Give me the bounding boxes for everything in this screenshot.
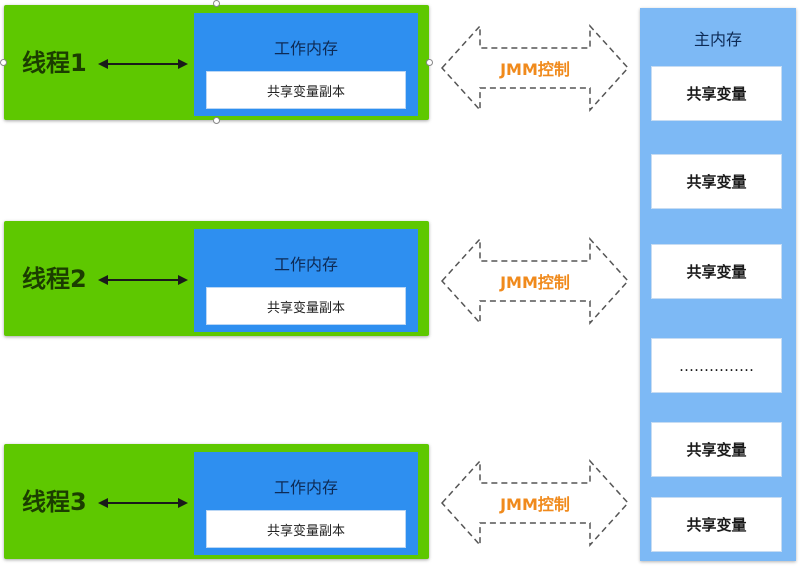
jmm-control-label-3: JMM控制 <box>500 495 570 514</box>
selection-handle-left[interactable] <box>0 59 7 66</box>
thread-1-label: 线程1 <box>22 49 87 77</box>
shared-variable-5: 共享变量 <box>651 497 782 552</box>
thread-2-block: 线程2 工作内存 共享变量副本 <box>4 221 429 336</box>
work-memory-1-title: 工作内存 <box>273 39 338 58</box>
jmm-control-arrow-3: JMM控制 <box>440 457 630 549</box>
thread-3-block: 线程3 工作内存 共享变量副本 <box>4 444 429 559</box>
selection-handle-top[interactable] <box>213 0 220 7</box>
dashed-double-arrow-icon <box>440 24 630 112</box>
work-memory-3-title: 工作内存 <box>273 478 338 497</box>
jmm-control-label-1: JMM控制 <box>500 60 570 79</box>
dashed-double-arrow-icon <box>440 237 630 325</box>
shared-variable-copy-1: 共享变量副本 <box>206 71 406 109</box>
work-memory-2: 工作内存 共享变量副本 <box>194 229 418 332</box>
jmm-control-arrow-1: JMM控制 <box>440 22 630 114</box>
main-memory-title: 主内存 <box>693 30 742 49</box>
work-memory-2-title: 工作内存 <box>273 255 338 274</box>
dashed-double-arrow-icon <box>440 459 630 547</box>
selection-handle-bottom[interactable] <box>213 117 220 124</box>
shared-variable-1: 共享变量 <box>651 66 782 121</box>
shared-variable-ellipsis: …………… <box>651 338 782 393</box>
shared-variable-2: 共享变量 <box>651 154 782 209</box>
work-memory-1: 工作内存 共享变量副本 <box>194 13 418 116</box>
double-arrow-icon <box>98 59 188 69</box>
jmm-control-label-2: JMM控制 <box>500 273 570 292</box>
double-arrow-icon <box>98 498 188 508</box>
shared-variable-3: 共享变量 <box>651 244 782 299</box>
shared-variable-copy-2: 共享变量副本 <box>206 287 406 325</box>
main-memory: 主内存 共享变量 共享变量 共享变量 …………… 共享变量 共享变量 <box>640 8 796 561</box>
thread-3-label: 线程3 <box>22 488 87 516</box>
jmm-control-arrow-2: JMM控制 <box>440 235 630 327</box>
shared-variable-copy-3: 共享变量副本 <box>206 510 406 548</box>
work-memory-3: 工作内存 共享变量副本 <box>194 452 418 555</box>
thread-2-label: 线程2 <box>22 265 87 293</box>
selection-handle-right[interactable] <box>426 59 433 66</box>
thread-1-block[interactable]: 线程1 工作内存 共享变量副本 <box>4 5 429 120</box>
shared-variable-4: 共享变量 <box>651 422 782 477</box>
double-arrow-icon <box>98 275 188 285</box>
